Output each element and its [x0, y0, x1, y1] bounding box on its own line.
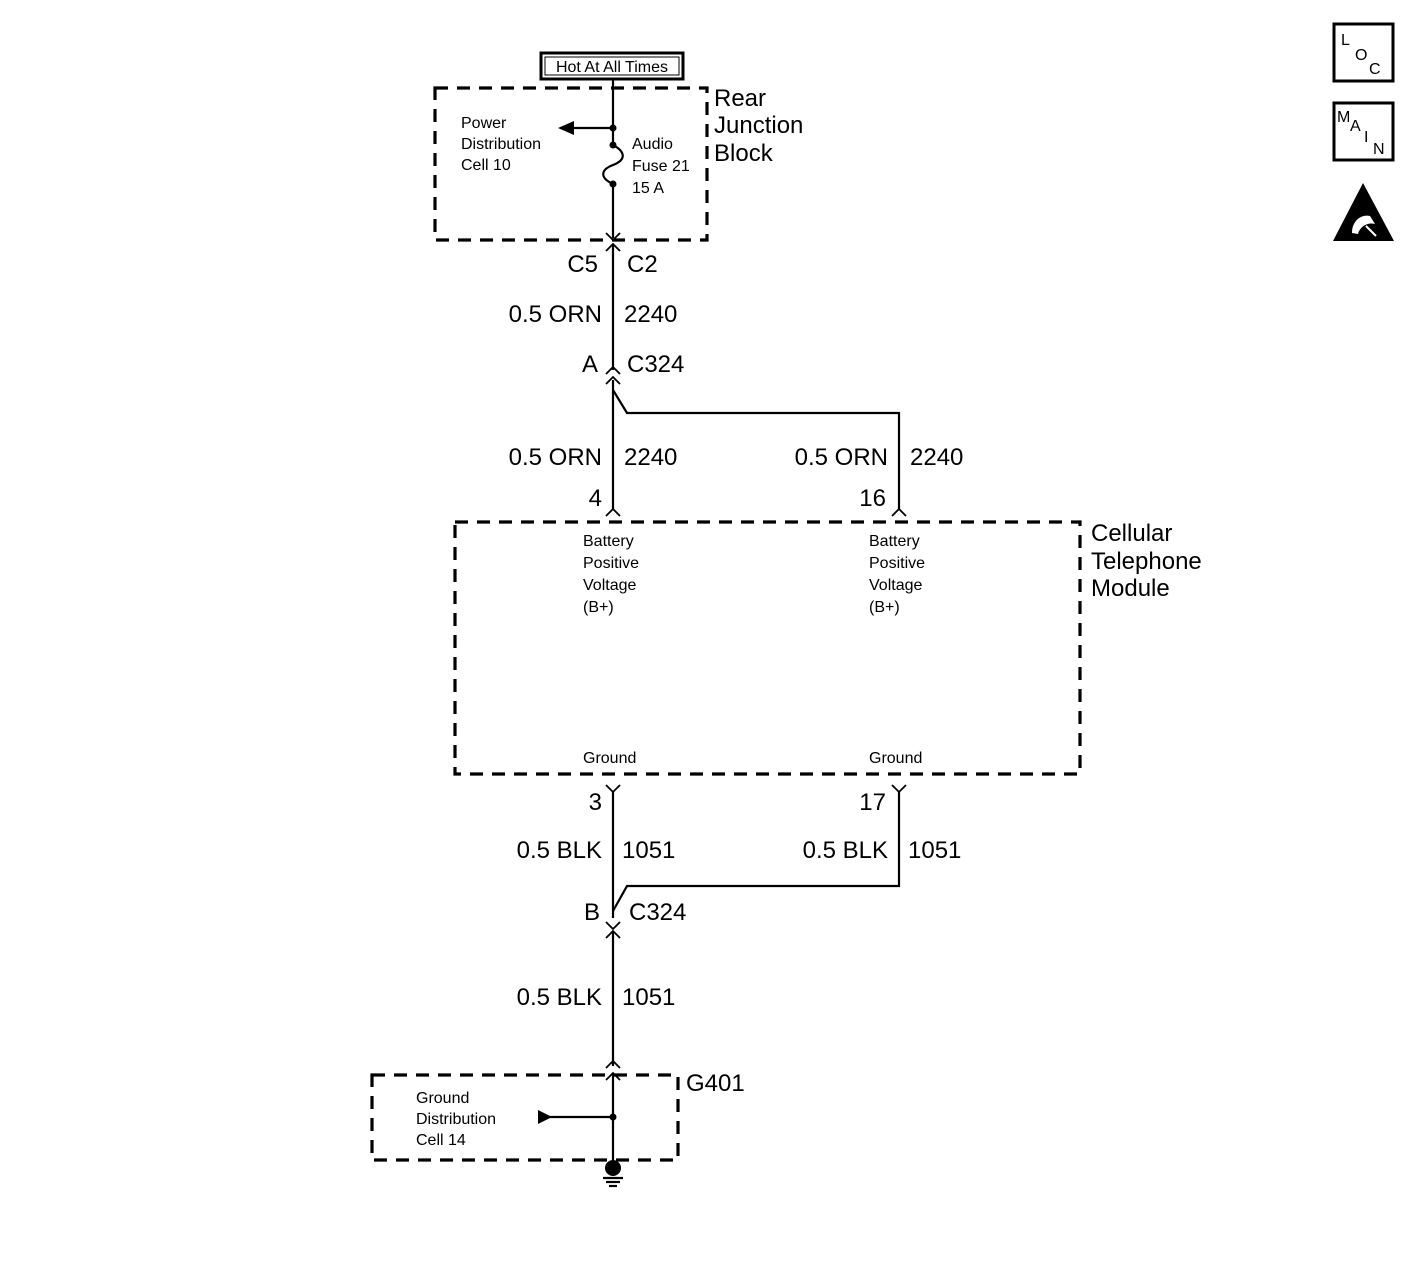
wire-color-label: 0.5 BLK	[803, 837, 888, 864]
svg-text:M: M	[1337, 109, 1350, 126]
wire-color-label: 0.5 BLK	[517, 837, 602, 864]
c324-pin-a-label: A	[582, 351, 598, 378]
ground-symbol-icon	[603, 1160, 623, 1188]
arrow-left-icon	[558, 121, 574, 135]
svg-text:Distribution: Distribution	[461, 136, 541, 153]
power-source-box: Hot At All Times	[539, 51, 685, 81]
connector-c324-a-icon	[605, 365, 621, 375]
pin-17-function-label: Ground	[869, 750, 922, 767]
fuse-icon	[602, 144, 624, 185]
svg-text:Junction: Junction	[714, 112, 803, 139]
svg-text:(B+): (B+)	[869, 599, 900, 616]
loc-icon[interactable]: L O C	[1332, 22, 1395, 83]
ground-connector-icon	[605, 1059, 621, 1069]
circuit-number-label: 2240	[624, 444, 677, 471]
pin-4-function-label: Battery Positive Voltage (B+)	[583, 533, 639, 616]
circuit-number-label: 2240	[910, 444, 963, 471]
svg-text:N: N	[1373, 141, 1385, 158]
fuse-label: Audio Fuse 21 15 A	[632, 136, 690, 197]
main-icon[interactable]: M A I N	[1332, 101, 1395, 162]
arrow-right-icon	[538, 1110, 552, 1124]
splice-dot	[609, 124, 617, 132]
wire-color-label: 0.5 ORN	[509, 444, 602, 471]
svg-text:Telephone: Telephone	[1091, 548, 1202, 575]
circuit-number-label: 2240	[624, 301, 677, 328]
pin-4-number: 4	[589, 485, 602, 512]
connector-c2-label: C2	[627, 251, 658, 278]
pin-17-number: 17	[859, 789, 886, 816]
esd-warning-icon	[1333, 183, 1394, 241]
pin-17-connector-icon	[891, 784, 907, 794]
svg-text:Distribution: Distribution	[416, 1111, 496, 1128]
pin-3-function-label: Ground	[583, 750, 636, 767]
svg-text:Block: Block	[714, 140, 774, 167]
svg-text:Ground: Ground	[416, 1090, 469, 1107]
svg-text:Rear: Rear	[714, 85, 766, 112]
cellular-telephone-module-outline	[453, 520, 1082, 776]
wire-color-label: 0.5 ORN	[795, 444, 888, 471]
svg-text:Module: Module	[1091, 575, 1170, 602]
c324-b-name-label: C324	[629, 899, 686, 926]
ground-g401-label: G401	[686, 1070, 745, 1097]
splice-dot	[609, 1113, 617, 1121]
circuit-number-label: 1051	[622, 984, 675, 1011]
pin-3-number: 3	[589, 789, 602, 816]
rear-junction-block-title: Rear Junction Block	[714, 85, 803, 167]
svg-text:Positive: Positive	[583, 555, 639, 572]
c324-pin-b-label: B	[584, 899, 600, 926]
pin-16-function-label: Battery Positive Voltage (B+)	[869, 533, 925, 616]
svg-text:A: A	[1350, 118, 1361, 135]
connector-female-icon	[605, 232, 621, 242]
pin-16-connector-icon	[891, 507, 907, 517]
power-distribution-label: Power Distribution Cell 10	[461, 115, 541, 174]
svg-text:Audio: Audio	[632, 136, 673, 153]
svg-text:Fuse 21: Fuse 21	[632, 158, 690, 175]
connector-c324-a-icon	[605, 375, 621, 385]
pin-4-connector-icon	[605, 507, 621, 517]
wire-color-label: 0.5 BLK	[517, 984, 602, 1011]
svg-text:I: I	[1364, 129, 1368, 146]
connector-c5-label: C5	[567, 251, 598, 278]
connector-c324-b-icon	[605, 921, 621, 931]
rear-junction-block-outline	[433, 86, 709, 242]
wire-blk-from-pin17	[612, 792, 901, 912]
cellular-telephone-module-title: Cellular Telephone Module	[1091, 520, 1202, 602]
svg-text:L: L	[1341, 32, 1350, 49]
c324-a-name-label: C324	[627, 351, 684, 378]
svg-text:Voltage: Voltage	[869, 577, 922, 594]
pin-3-connector-icon	[605, 784, 621, 794]
power-source-label: Hot At All Times	[556, 59, 668, 76]
svg-text:Cell 10: Cell 10	[461, 157, 511, 174]
wire-color-label: 0.5 ORN	[509, 301, 602, 328]
svg-text:Cell 14: Cell 14	[416, 1132, 466, 1149]
svg-text:O: O	[1355, 47, 1367, 64]
svg-text:C: C	[1369, 61, 1381, 78]
svg-text:Battery: Battery	[583, 533, 634, 550]
svg-text:(B+): (B+)	[583, 599, 614, 616]
pin-16-number: 16	[859, 485, 886, 512]
circuit-number-label: 1051	[908, 837, 961, 864]
svg-text:Cellular: Cellular	[1091, 520, 1172, 547]
svg-text:15 A: 15 A	[632, 180, 664, 197]
wire-orn-to-pin16	[612, 389, 901, 510]
svg-text:Battery: Battery	[869, 533, 920, 550]
svg-text:Positive: Positive	[869, 555, 925, 572]
svg-text:Power: Power	[461, 115, 507, 132]
circuit-number-label: 1051	[622, 837, 675, 864]
svg-text:Voltage: Voltage	[583, 577, 636, 594]
ground-distribution-label: Ground Distribution Cell 14	[416, 1090, 496, 1149]
